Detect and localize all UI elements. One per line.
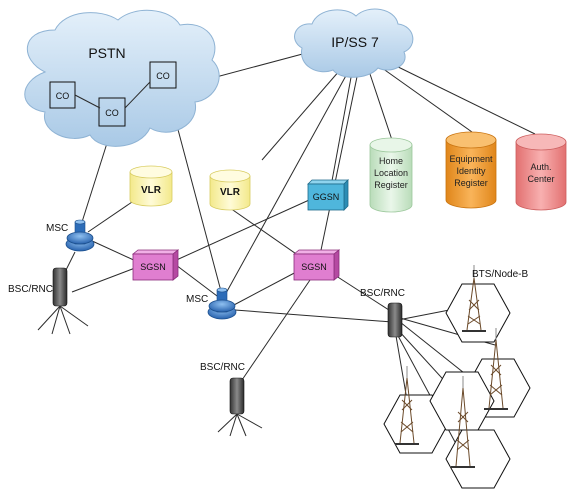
- bts-tower-2: [484, 328, 508, 410]
- hex-cell: [445, 283, 511, 343]
- eir-label-line3: Register: [454, 178, 488, 188]
- co-links: [74, 81, 151, 109]
- hlr-database: Home Location Register: [369, 137, 413, 213]
- hlr-label-line3: Register: [374, 180, 408, 190]
- pstn-cloud: PSTN: [24, 9, 220, 147]
- sgsn-left-node: SGSN: [131, 249, 180, 281]
- bsc-left-label: BSC/RNC: [8, 284, 53, 295]
- auc-label-line1: Auth.: [530, 162, 551, 172]
- ggsn-label: GGSN: [313, 192, 340, 202]
- msc-center-switch: MSC: [186, 287, 237, 320]
- bts-tower-1: [462, 265, 486, 332]
- msc-center-label: MSC: [186, 294, 208, 305]
- bts-title: BTS/Node-B: [472, 269, 528, 280]
- central-office-label: CO: [56, 91, 70, 101]
- sgsn-left-label: SGSN: [140, 262, 166, 272]
- auc-database: Auth. Center: [515, 133, 567, 211]
- bsc-right-unit: BSC/RNC: [360, 288, 405, 338]
- ipss7-cloud: IP/SS 7: [294, 8, 414, 78]
- bsc-center-unit: BSC/RNC: [200, 362, 263, 437]
- eir-database: Equipment Identity Register: [445, 131, 497, 209]
- central-office-label: CO: [156, 71, 170, 81]
- vlr-left-database: VLR: [129, 165, 173, 207]
- central-office-label: CO: [105, 108, 119, 118]
- bsc-right-label: BSC/RNC: [360, 288, 405, 299]
- ggsn-node: GGSN: [307, 179, 349, 211]
- hlr-label-line1: Home: [379, 156, 403, 166]
- msc-left-label: MSC: [46, 223, 68, 234]
- vlr-right-label: VLR: [220, 187, 241, 198]
- vlr-right-database: VLR: [209, 169, 251, 211]
- auc-label-line2: Center: [527, 174, 554, 184]
- bts-tower-3: [395, 366, 419, 445]
- central-office-2: CO: [98, 97, 126, 127]
- eir-label-line1: Equipment: [449, 154, 493, 164]
- hlr-label-line2: Location: [374, 168, 408, 178]
- bts-tower-4: [451, 376, 475, 468]
- msc-left-switch: MSC: [46, 219, 95, 252]
- ipss7-label: IP/SS 7: [331, 34, 379, 50]
- hex-cell: [445, 429, 511, 489]
- sgsn-right-node: SGSN: [292, 249, 341, 281]
- central-office-3: CO: [149, 61, 177, 89]
- vlr-left-label: VLR: [141, 185, 162, 196]
- eir-label-line2: Identity: [456, 166, 486, 176]
- sgsn-right-label: SGSN: [301, 262, 327, 272]
- pstn-label: PSTN: [88, 45, 125, 61]
- bsc-center-label: BSC/RNC: [200, 362, 245, 373]
- bsc-left-unit: BSC/RNC: [8, 267, 89, 335]
